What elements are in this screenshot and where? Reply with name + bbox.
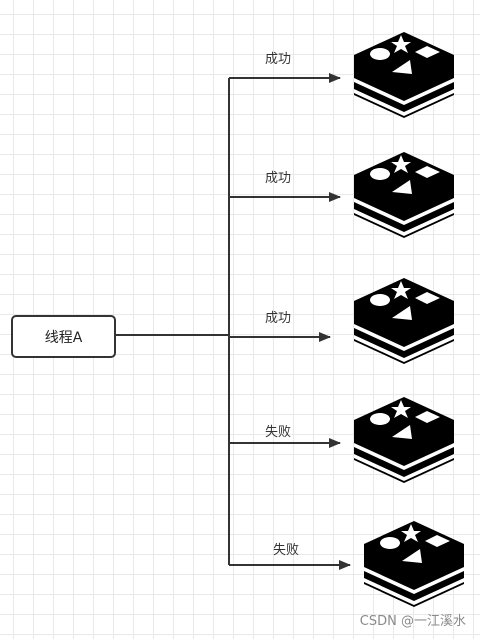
redis-icon xyxy=(354,32,454,118)
edge-label: 失败 xyxy=(265,425,292,440)
edge-label: 成功 xyxy=(265,311,292,326)
redis-icon xyxy=(354,152,454,238)
thread-node: 线程A xyxy=(11,315,116,358)
edge-label: 失败 xyxy=(273,543,300,558)
edge-label: 成功 xyxy=(265,52,292,67)
thread-label: 线程A xyxy=(44,329,83,346)
watermark: CSDN @一江溪水 xyxy=(359,614,466,629)
edge-label: 成功 xyxy=(265,171,292,186)
redis-icon xyxy=(354,278,454,364)
redis-icon xyxy=(364,521,464,607)
redis-icon xyxy=(354,397,454,483)
